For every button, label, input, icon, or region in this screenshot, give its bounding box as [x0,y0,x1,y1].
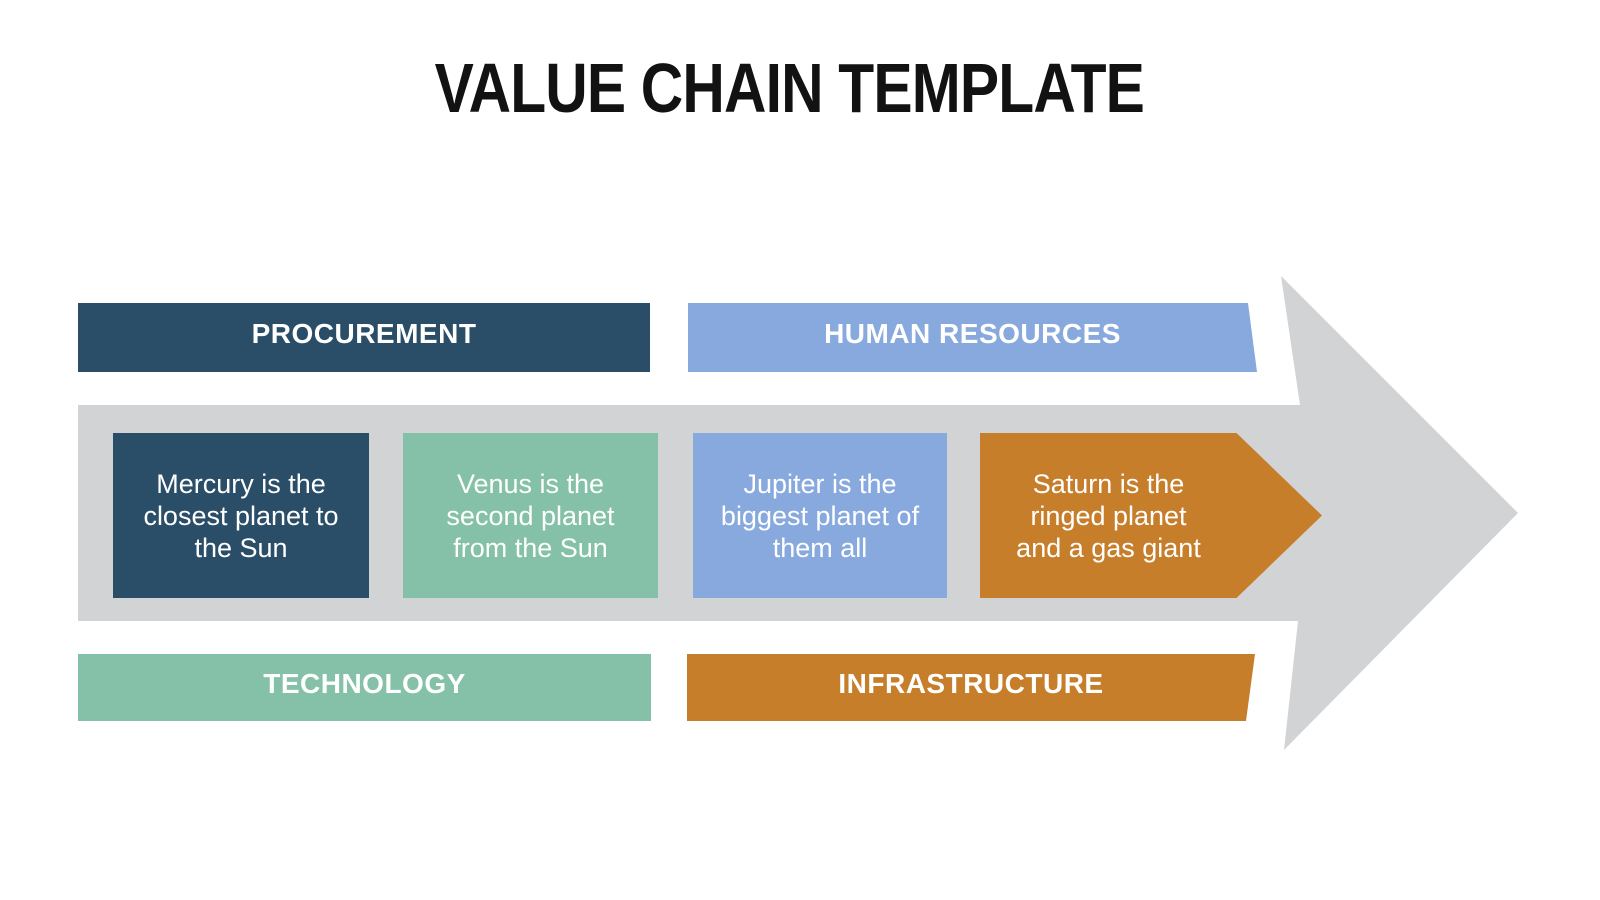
step-text-line: and a gas giant [1016,532,1201,563]
banner-infrastructure-label: INFRASTRUCTURE [838,667,1104,699]
page-title: VALUE CHAIN TEMPLATE [434,49,1144,127]
step-text-line: Mercury is the [156,468,326,499]
step-text-line: ringed planet [1030,500,1187,531]
step-text-line: Venus is the [456,468,605,499]
step-text-line: closest planet to [143,500,339,531]
banner-procurement-label: PROCUREMENT [251,317,477,349]
step-text-line: them all [772,532,868,563]
banner-human-resources: HUMAN RESOURCES [688,303,1257,372]
banner-technology-label: TECHNOLOGY [263,667,466,699]
banner-technology: TECHNOLOGY [78,654,651,721]
step-card-jupiter: Jupiter is the biggest planet of them al… [693,433,947,598]
title-container: VALUE CHAIN TEMPLATE [0,52,1578,124]
step-text-line: Saturn is the [1032,468,1185,499]
step-text-line: second planet [446,500,615,531]
step-text-line: biggest planet of [720,500,920,531]
step-card-mercury: Mercury is the closest planet to the Sun [113,433,369,598]
step-text-line: the Sun [194,532,288,563]
banner-infrastructure: INFRASTRUCTURE [687,654,1255,721]
banner-human-resources-label: HUMAN RESOURCES [824,317,1121,349]
step-text-line: Jupiter is the [743,468,897,499]
banner-procurement: PROCUREMENT [78,303,650,372]
step-text-line: from the Sun [453,532,608,563]
step-card-saturn: Saturn is the ringed planet and a gas gi… [980,433,1322,598]
step-card-venus: Venus is the second planet from the Sun [403,433,658,598]
